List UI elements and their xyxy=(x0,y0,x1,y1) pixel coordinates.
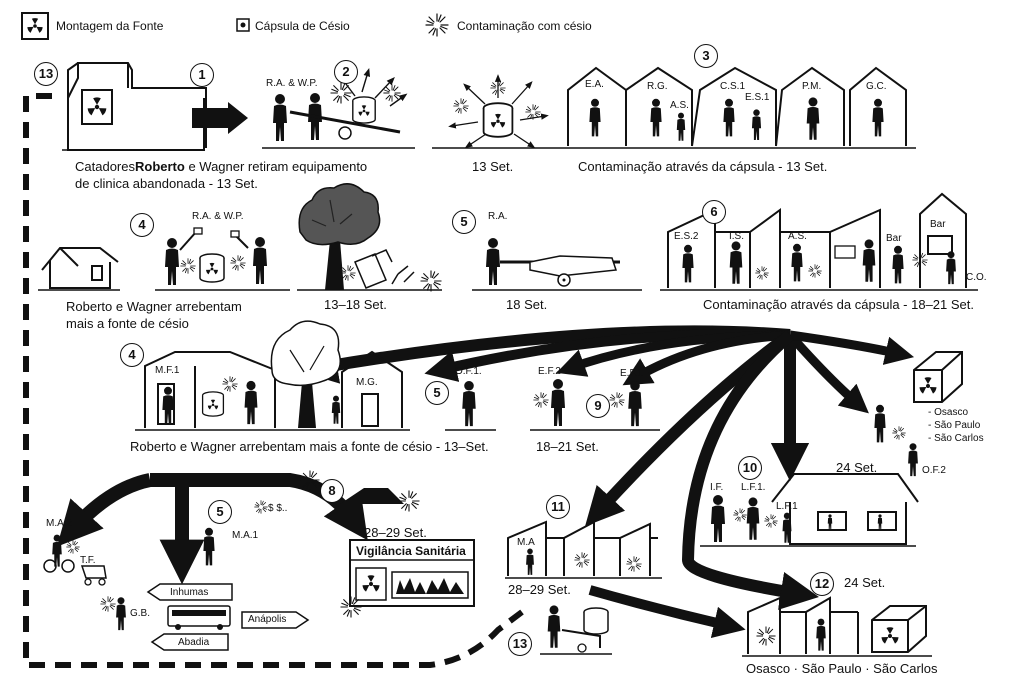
scene-small-house xyxy=(41,247,119,289)
label-ma: M.A xyxy=(517,537,535,548)
label-bar-1: Bar xyxy=(886,233,902,244)
step-2: 2 xyxy=(334,60,358,84)
label-is: I.S. xyxy=(729,231,745,242)
sign-anapolis: Anápolis xyxy=(248,614,287,625)
caption-10-date: 24 Set. xyxy=(836,460,878,475)
step-8: 8 xyxy=(320,479,344,503)
city-osasco: - Osasco xyxy=(928,407,969,418)
label-rg: R.G. xyxy=(647,81,668,92)
city-sao-paulo: - São Paulo xyxy=(928,420,981,431)
label-tf: T.F. xyxy=(80,555,96,566)
step-1: 1 xyxy=(190,63,214,87)
tree-right xyxy=(270,320,341,428)
sign-inhumas: Inhumas xyxy=(170,587,209,598)
spread-arrows xyxy=(299,325,915,610)
scene-carrying-cart xyxy=(273,67,408,141)
contamination-icon xyxy=(425,13,449,37)
step-11: 11 xyxy=(546,495,570,519)
label-gc: G.C. xyxy=(866,81,887,92)
abandoned-clinic xyxy=(67,62,248,151)
label-as-1: A.S. xyxy=(670,100,689,111)
caption-1: CatadoresRoberto e Wagner retiram equipa… xyxy=(75,159,368,174)
caption-8-date: 28–29 Set. xyxy=(364,525,427,540)
label-of1: O.F.1. xyxy=(455,366,482,377)
caption-1-line2: de clinica abandonada - 13 Set. xyxy=(75,176,258,191)
label-es2: E.S.2 xyxy=(674,231,699,242)
caption-3: Contaminação através da cápsula - 13 Set… xyxy=(578,159,828,174)
step-12: 12 xyxy=(810,572,834,596)
label-mf1: M.F.1 xyxy=(155,365,180,376)
label-lf1-b: L.F.1 xyxy=(776,501,798,512)
sign-abadia: Abadia xyxy=(178,637,210,648)
label-ef1: E.F.1 xyxy=(620,368,643,379)
caption-4: Roberto e Wagner arrebentam xyxy=(66,299,242,314)
vigilancia-box xyxy=(340,539,475,618)
shipping-box xyxy=(913,351,963,403)
caption-bottom-cities: Osasco · São Paulo · São Carlos xyxy=(746,661,938,676)
step-13-top: 13 xyxy=(34,62,58,86)
caption-12-date: 24 Set. xyxy=(844,575,886,590)
legend-contamination: Contaminação com césio xyxy=(457,19,592,33)
caption-9-date: 18–21 Set. xyxy=(536,439,599,454)
label-ma1: M.A.1 xyxy=(232,530,259,541)
label-ma2: M.A.2 xyxy=(46,518,73,529)
label-ra: R.A. xyxy=(488,211,508,222)
label-lf1-a: L.F.1. xyxy=(741,482,766,493)
legend-capsule: Cápsula de Césio xyxy=(255,19,350,33)
label-mg: M.G. xyxy=(356,377,378,388)
bus xyxy=(167,605,231,630)
vigilancia-title: Vigilância Sanitária xyxy=(356,544,466,558)
step-5-b: 5 xyxy=(425,381,449,405)
step-13-bottom: 13 xyxy=(508,632,532,656)
scene-car xyxy=(300,470,420,512)
label-gb: G.B. xyxy=(130,608,151,619)
label-if: I.F. xyxy=(710,482,724,493)
scene-source-radiating xyxy=(448,74,549,149)
label-ef2: E.F.2 xyxy=(538,366,561,377)
step-5-c: 5 xyxy=(208,500,232,524)
legend xyxy=(21,12,449,40)
label-bar-2: Bar xyxy=(930,219,946,230)
step-10: 10 xyxy=(738,456,762,480)
caption-11-date: 28–29 Set. xyxy=(508,582,571,597)
step-6: 6 xyxy=(702,200,726,224)
legend-source-mount: Montagem da Fonte xyxy=(56,19,164,33)
step-4-a: 4 xyxy=(130,213,154,237)
label-cs1: C.S.1 xyxy=(720,81,746,92)
caption-7: Roberto e Wagner arrebentam mais a fonte… xyxy=(130,439,489,454)
caption-6: Contaminação através da cápsula - 18–21 … xyxy=(703,297,975,312)
label-pm: P.M. xyxy=(802,81,822,92)
step-9: 9 xyxy=(586,394,610,418)
scene-tree-debris xyxy=(298,183,442,292)
scene-houses-13set xyxy=(567,66,907,147)
caption-3-date: 13 Set. xyxy=(472,159,514,174)
shipping-box-2 xyxy=(871,605,927,653)
step-5-a: 5 xyxy=(452,210,476,234)
label-of2: O.F.2 xyxy=(922,465,946,476)
scene-cart-18set xyxy=(486,238,620,287)
caption-5-date: 18 Set. xyxy=(506,297,548,312)
route-signs xyxy=(146,583,310,651)
scene-houses-13set-b xyxy=(144,350,403,428)
step-4-b: 4 xyxy=(120,343,144,367)
caption-4-date: 13–18 Set. xyxy=(324,297,387,312)
city-sao-carlos: - São Carlos xyxy=(928,433,984,444)
caption-4-line2: mais a fonte de césio xyxy=(66,316,189,331)
label-ra-wp-2: R.A. & W.P. xyxy=(192,211,244,222)
label-money: $ $.. xyxy=(268,503,288,514)
scene-breaking-source xyxy=(165,227,267,285)
label-ea: E.A. xyxy=(585,79,604,90)
return-loop-line xyxy=(23,93,524,668)
scene-houses-28-29set xyxy=(507,520,658,576)
scene-houses-18-21set xyxy=(667,192,967,288)
label-ra-wp-1: R.A. & W.P. xyxy=(266,78,318,89)
label-co: C.O. xyxy=(966,272,987,283)
source-mount-icon xyxy=(21,12,49,40)
scene-houses-osasco xyxy=(747,596,859,654)
label-as-2: A.S. xyxy=(788,231,807,242)
label-es1: E.S.1 xyxy=(745,92,770,103)
step-3: 3 xyxy=(694,44,718,68)
